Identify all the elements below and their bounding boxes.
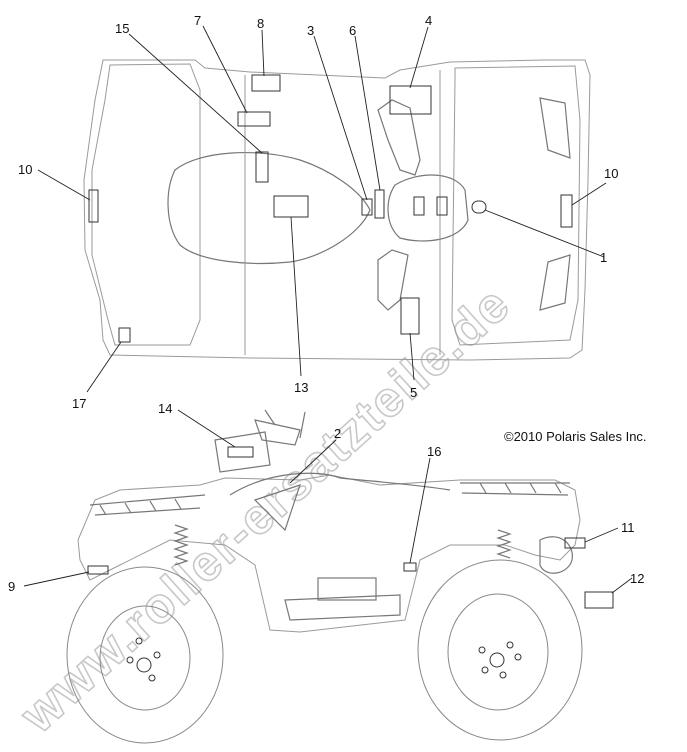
rear-wheel (66, 566, 224, 744)
decal-8 (251, 74, 281, 92)
decal-15 (255, 151, 269, 183)
callout-6: 6 (349, 23, 356, 38)
callout-9: 9 (8, 579, 15, 594)
decal-tank-b (436, 196, 448, 216)
decal-5 (400, 297, 420, 335)
decal-17 (118, 327, 131, 343)
callout-17: 17 (72, 396, 86, 411)
decal-12 (584, 591, 614, 609)
decal-16 (403, 562, 417, 572)
callout-10-right: 10 (604, 166, 618, 181)
callout-7: 7 (194, 13, 201, 28)
decal-14 (227, 446, 254, 458)
decal-6 (374, 189, 385, 219)
decal-11 (564, 537, 586, 549)
callout-4: 4 (425, 13, 432, 28)
callout-11: 11 (621, 520, 635, 535)
decal-7 (237, 111, 271, 127)
leader-lines (23, 25, 633, 594)
callout-14: 14 (158, 401, 172, 416)
callout-13: 13 (294, 380, 308, 395)
decal-tank-a (413, 196, 425, 216)
copyright-text: ©2010 Polaris Sales Inc. (504, 429, 647, 444)
callout-2: 2 (334, 426, 341, 441)
callout-3: 3 (307, 23, 314, 38)
callout-10-left: 10 (18, 162, 32, 177)
callout-labels: 1 2 3 4 5 6 7 8 9 10 10 11 12 13 14 15 1… (8, 13, 644, 594)
decal-9 (87, 565, 109, 575)
decal-3 (361, 198, 373, 216)
callout-8: 8 (257, 16, 264, 31)
callout-12: 12 (630, 571, 644, 586)
callout-16: 16 (427, 444, 441, 459)
decal-1 (471, 200, 487, 214)
callout-5: 5 (410, 385, 417, 400)
callout-15: 15 (115, 21, 129, 36)
callout-1: 1 (600, 250, 607, 265)
front-wheel (417, 559, 583, 741)
side-view (66, 409, 614, 744)
decal-10-left (88, 189, 99, 223)
top-view (83, 59, 591, 361)
decal-13 (273, 195, 309, 218)
decal-10-right (560, 194, 573, 228)
